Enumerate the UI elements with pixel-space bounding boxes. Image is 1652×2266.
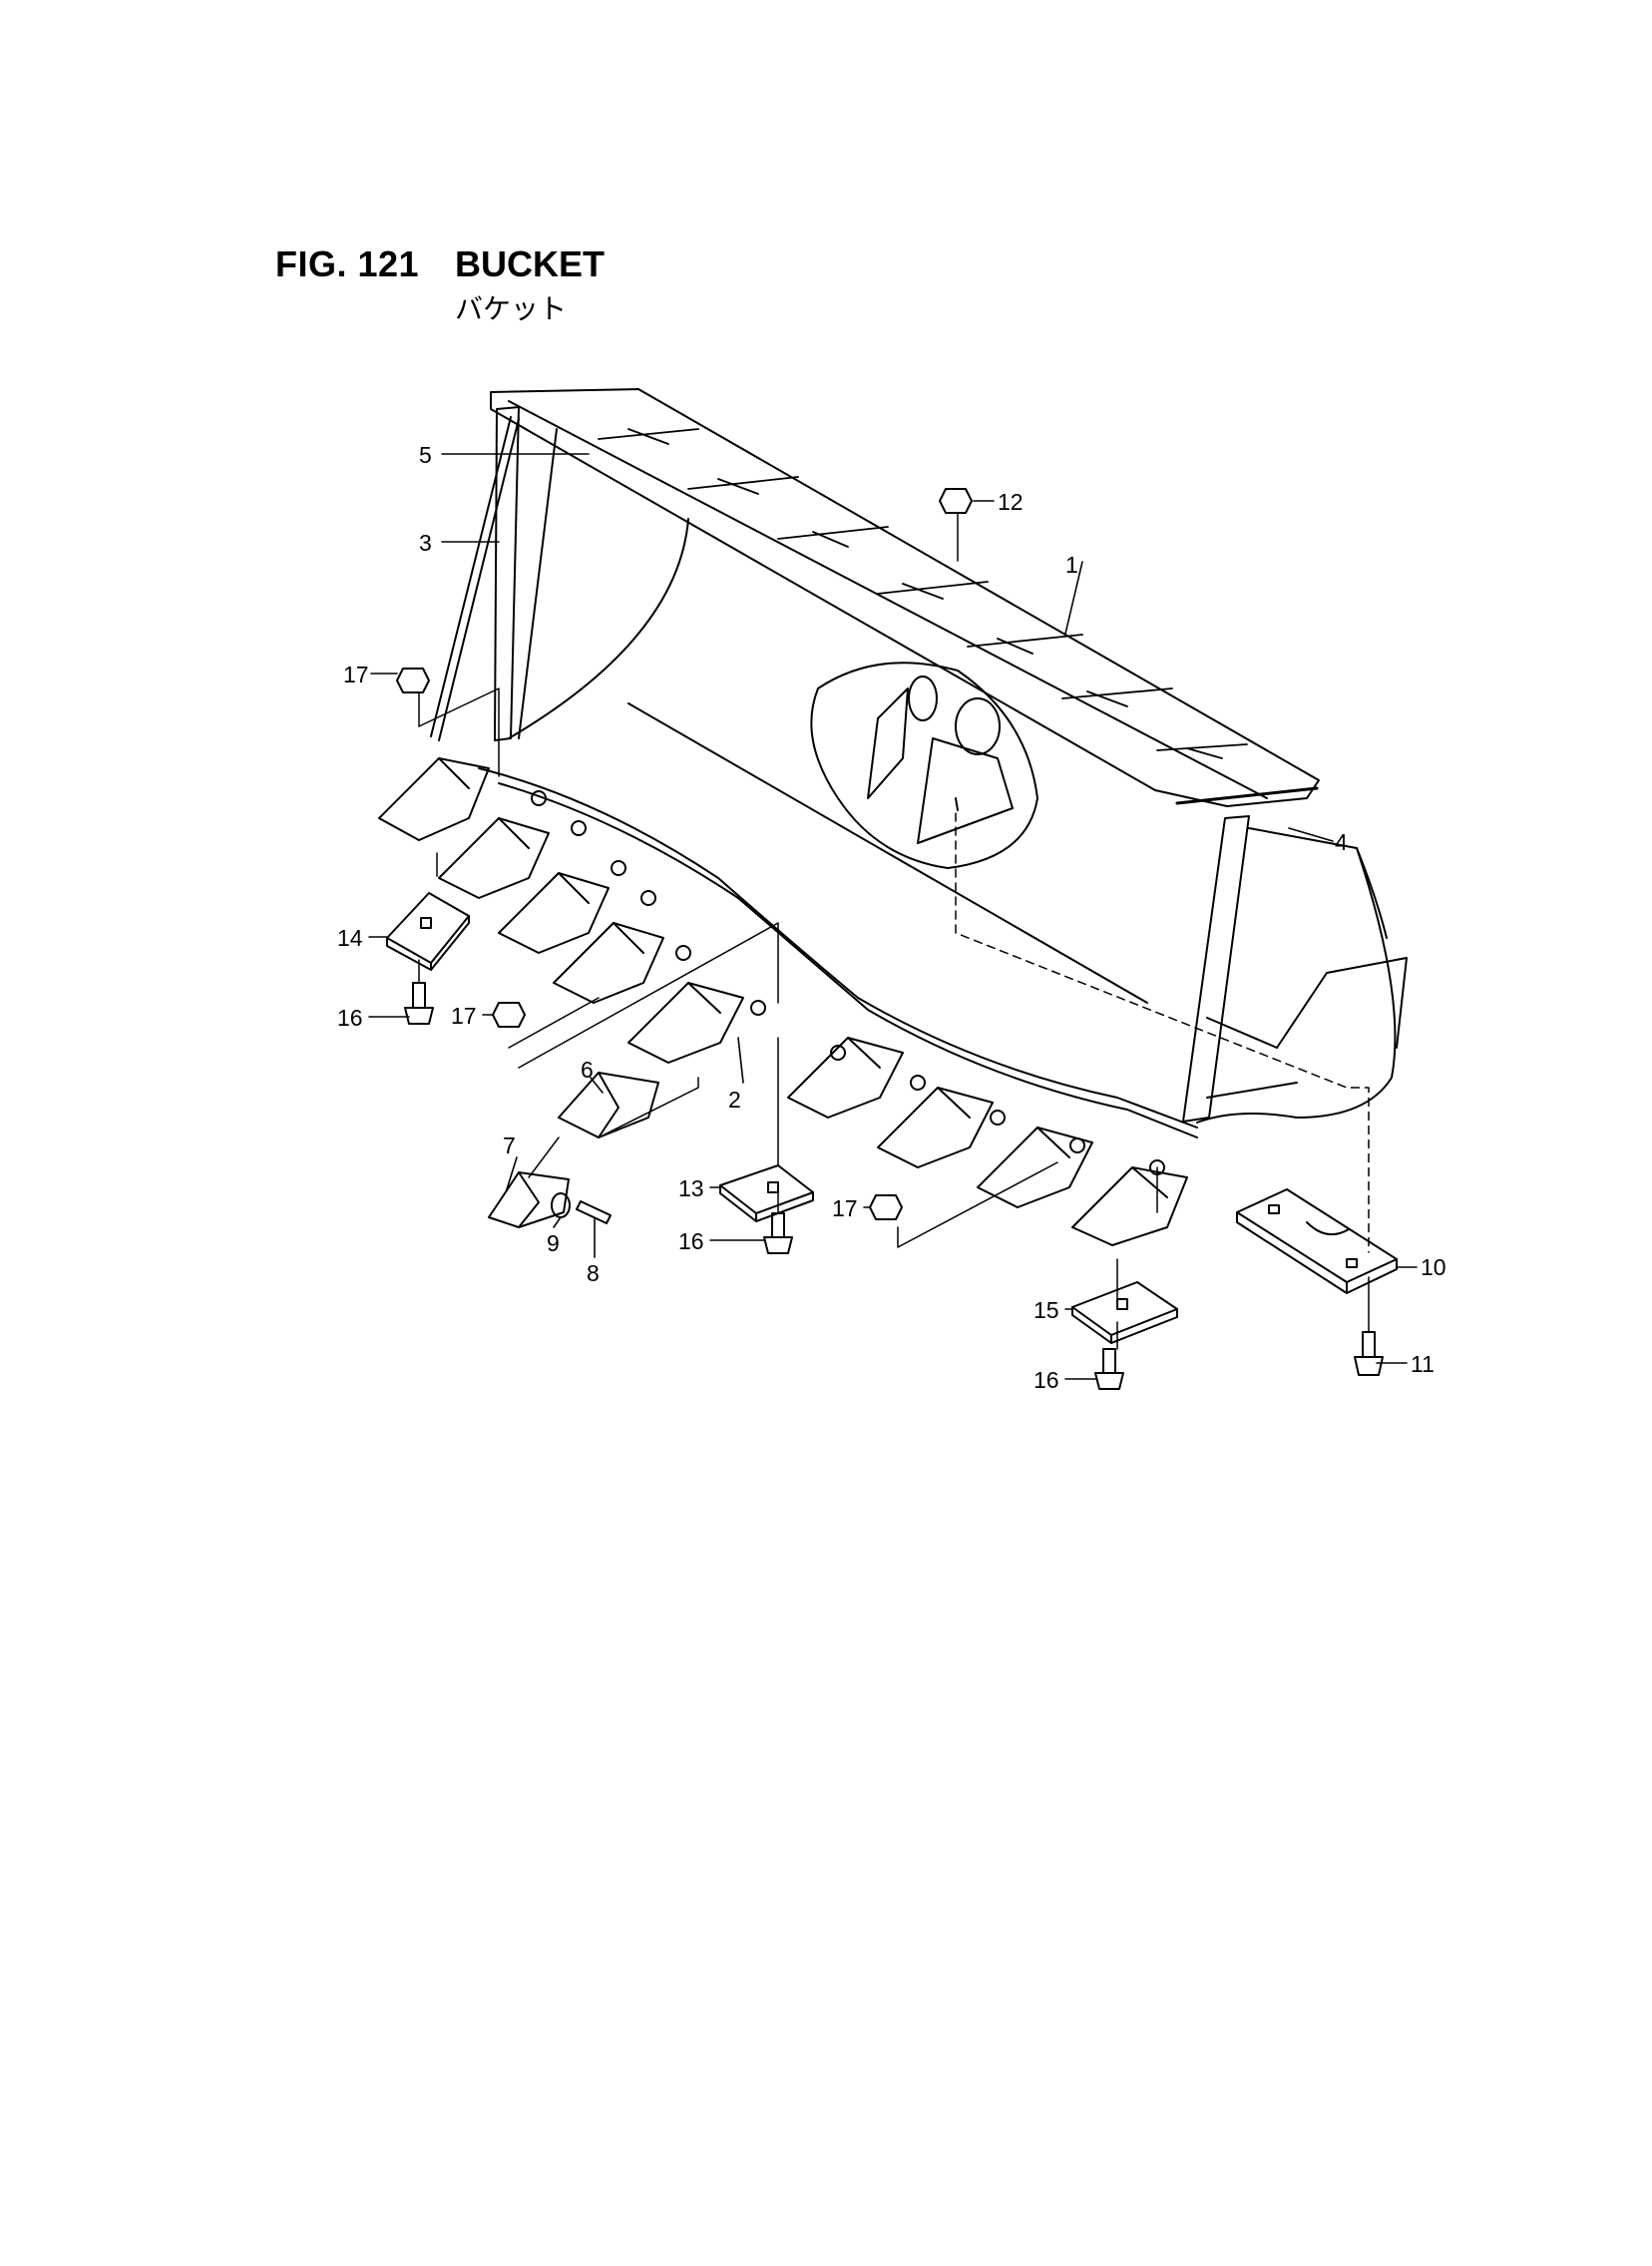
part-17-nut-a — [396, 668, 430, 693]
cutting-edge-bolts — [531, 790, 1165, 1175]
callout-4: 4 — [1335, 829, 1348, 855]
left-side-strip-inner — [438, 418, 520, 741]
callout-16-right: 16 — [1033, 1367, 1059, 1393]
callout-15: 15 — [1033, 1297, 1059, 1323]
tooth-1 — [378, 757, 490, 841]
rim-segments — [598, 428, 1319, 805]
left-side-strip — [430, 416, 512, 737]
back-wall-left-curve — [508, 518, 689, 739]
part-6-adapter — [558, 1072, 659, 1138]
part-7-tooth-point — [488, 1171, 570, 1228]
callout-labels: 1 2 3 4 5 6 7 8 9 10 11 12 13 14 15 16 1… — [337, 442, 1446, 1393]
part-16-bolt-a — [404, 982, 434, 1025]
bucket-teeth — [378, 757, 1188, 1246]
right-side-plate — [1182, 815, 1250, 1123]
callout-17-right: 17 — [832, 1195, 858, 1221]
hinge-hole-right — [955, 697, 1001, 755]
bucket-body — [430, 388, 1408, 1138]
part-17-nut-b — [492, 1002, 526, 1028]
callout-16-left: 16 — [337, 1005, 363, 1031]
callout-5: 5 — [419, 442, 432, 468]
part-13-plate — [719, 1164, 814, 1222]
left-side-inner — [518, 428, 558, 739]
left-side-plate — [494, 406, 520, 741]
tooth-9 — [1071, 1166, 1188, 1246]
right-side-panel — [1276, 957, 1408, 1049]
hinge-opening — [810, 662, 1038, 869]
callout-14: 14 — [337, 925, 363, 951]
callout-12: 12 — [998, 489, 1024, 515]
callout-3: 3 — [419, 530, 432, 556]
part-16-bolt-b — [763, 1212, 793, 1254]
rim-edge-line — [508, 400, 1268, 799]
part-16-bolt-c — [1094, 1348, 1124, 1390]
callout-6: 6 — [581, 1057, 594, 1083]
part-17-nut-c — [869, 1194, 903, 1220]
part-15-plate — [1071, 1281, 1178, 1344]
callout-16-middle: 16 — [678, 1228, 704, 1254]
figure-subtitle: バケット — [455, 292, 568, 325]
hinge-bracket-left — [867, 687, 909, 799]
bucket-top-rim — [490, 388, 1320, 807]
hinge-bolt-mark — [955, 797, 959, 811]
callout-10: 10 — [1421, 1254, 1446, 1280]
part-11-bolt — [1354, 1331, 1384, 1376]
tooth-3 — [498, 872, 610, 954]
callout-7: 7 — [503, 1133, 516, 1158]
callout-17-top: 17 — [343, 662, 369, 687]
callout-2: 2 — [728, 1087, 741, 1113]
assembly-lines — [418, 513, 1370, 1350]
tooth-7 — [877, 1087, 994, 1168]
figure-number: FIG. 121 — [275, 243, 420, 284]
callout-17-middle: 17 — [451, 1003, 477, 1029]
tooth-2 — [438, 817, 550, 899]
right-side-edge — [1248, 827, 1388, 939]
part-12-nut — [939, 488, 973, 514]
tooth-5 — [627, 982, 744, 1064]
right-side-lines — [1206, 1017, 1298, 1099]
cutting-edge-line — [478, 767, 1198, 1129]
hinge-bracket-right — [917, 737, 1014, 844]
right-outer-curve — [1196, 847, 1397, 1124]
back-wall-floor-line — [627, 702, 1148, 1004]
callout-13: 13 — [678, 1175, 704, 1201]
tooth-8 — [977, 1127, 1093, 1208]
cutting-edge-lower — [498, 782, 1198, 1138]
leader-lines — [368, 453, 1418, 1380]
part-14-plate — [386, 892, 470, 971]
part-10-side-plate — [1236, 1188, 1398, 1294]
callout-9: 9 — [547, 1230, 560, 1256]
figure-title: BUCKET — [455, 243, 605, 284]
tooth-4 — [553, 922, 664, 1004]
tooth-6 — [787, 1037, 904, 1119]
hinge-hole-left — [908, 676, 938, 721]
callout-11: 11 — [1411, 1351, 1435, 1377]
part-8-pin — [576, 1200, 612, 1224]
callout-1: 1 — [1065, 552, 1078, 578]
callout-8: 8 — [587, 1260, 600, 1286]
